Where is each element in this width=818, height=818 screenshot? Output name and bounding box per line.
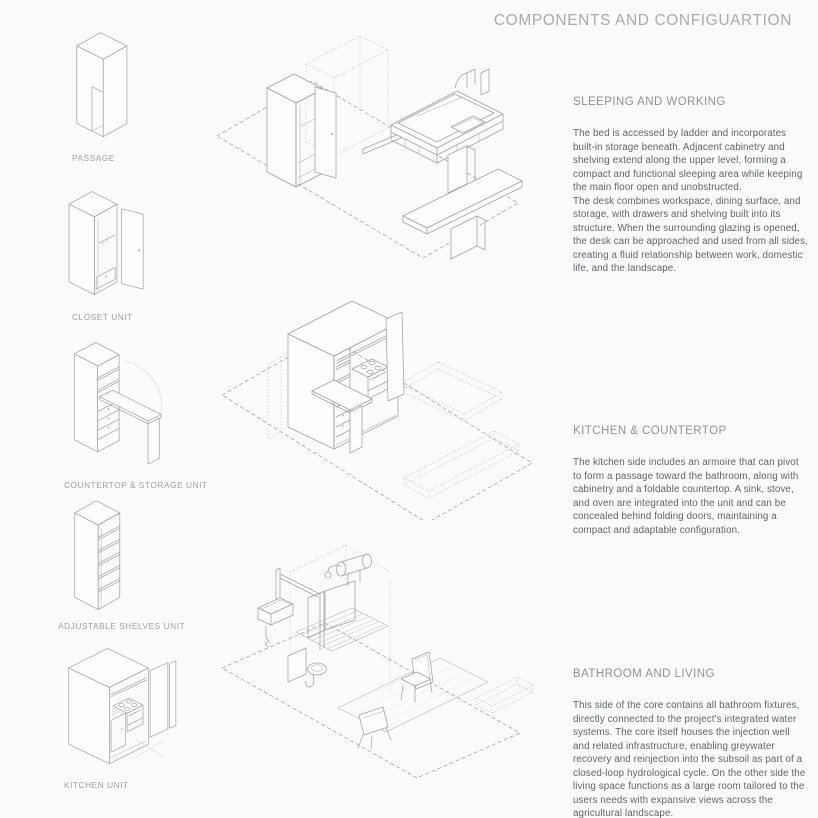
- component-passage: PASSAGE: [56, 27, 160, 163]
- ghost-slab: [475, 676, 534, 714]
- section-heading-kitchen-countertop: KITCHEN & COUNTERTOP: [573, 425, 727, 437]
- sleeping-working-diagram: [216, 35, 523, 260]
- closet-door: [121, 208, 144, 290]
- closet-unit-drawing: [68, 191, 144, 295]
- shower-head: [324, 571, 332, 579]
- component-label-shelves: ADJUSTABLE SHELVES UNIT: [58, 621, 186, 631]
- section-kitchen-countertop: KITCHEN & COUNTERTOP The kitchen side in…: [573, 425, 809, 537]
- armoire-door: [385, 311, 405, 402]
- armchair-high-back: [400, 651, 434, 703]
- ghost-desk-slabs: [399, 361, 520, 499]
- oven: [126, 704, 144, 733]
- kitchen-box: [68, 648, 149, 765]
- section-bathroom-living: BATHROOM AND LIVING This side of the cor…: [573, 668, 809, 818]
- kitchen-unit-drawing: [68, 648, 177, 765]
- passage-drawing: [76, 32, 128, 138]
- fold-mark: [135, 739, 165, 758]
- component-adjustable-shelves-unit: ADJUSTABLE SHELVES UNIT: [55, 496, 185, 631]
- adjustable-shelves-drawing: [74, 500, 121, 610]
- ghost-panel: [267, 348, 296, 440]
- shower: [307, 580, 356, 651]
- kitchen-countertop-diagram: [221, 300, 533, 520]
- water-tank: [324, 553, 372, 587]
- toilet: [287, 647, 327, 688]
- desk: [402, 168, 523, 260]
- component-label-closet: CLOSET UNIT: [72, 312, 133, 322]
- sink: [257, 597, 294, 648]
- bed: [390, 68, 504, 194]
- section-body-bathroom-living: This side of the core contains all bathr…: [573, 700, 806, 818]
- fold-out-countertop: [311, 379, 373, 454]
- component-label-passage: PASSAGE: [72, 153, 115, 163]
- fold-out-countertop: [99, 389, 162, 465]
- section-body-sleeping-working: The bed is accessed by ladder and incorp…: [573, 128, 808, 275]
- countertop-storage-drawing: [73, 342, 163, 465]
- section-heading-bathroom-living: BATHROOM AND LIVING: [573, 668, 715, 680]
- component-kitchen-unit: KITCHEN UNIT: [44, 644, 196, 790]
- lower-cabinet: [110, 705, 126, 753]
- page-title: COMPONENTS AND CONFIGUARTION: [493, 12, 792, 29]
- ladder: [362, 132, 402, 155]
- component-countertop-storage-unit: COUNTERTOP & STORAGE UNIT: [50, 337, 208, 490]
- storage-tower: [73, 342, 120, 453]
- passage-box: [76, 32, 128, 138]
- core-ghost-volume: [289, 544, 391, 691]
- component-label-countertop: COUNTERTOP & STORAGE UNIT: [64, 480, 208, 490]
- armchair-low: [357, 706, 392, 750]
- closet-unit: [266, 73, 337, 188]
- section-heading-sleeping-working: SLEEPING AND WORKING: [573, 96, 726, 108]
- floor-outline: [221, 622, 521, 779]
- kitchen-armoire: [287, 300, 399, 450]
- kitchen-doors: [149, 660, 177, 738]
- section-sleeping-working: SLEEPING AND WORKING The bed is accessed…: [573, 96, 809, 276]
- bathroom-living-diagram: [221, 544, 534, 779]
- component-label-kitchen: KITCHEN UNIT: [64, 780, 129, 790]
- shelves-box: [74, 500, 121, 610]
- pivot-arc: [125, 360, 163, 420]
- closet-box: [68, 191, 118, 295]
- section-body-kitchen-countertop: The kitchen side includes an armoire tha…: [573, 457, 799, 536]
- component-closet-unit: CLOSET UNIT: [53, 187, 171, 322]
